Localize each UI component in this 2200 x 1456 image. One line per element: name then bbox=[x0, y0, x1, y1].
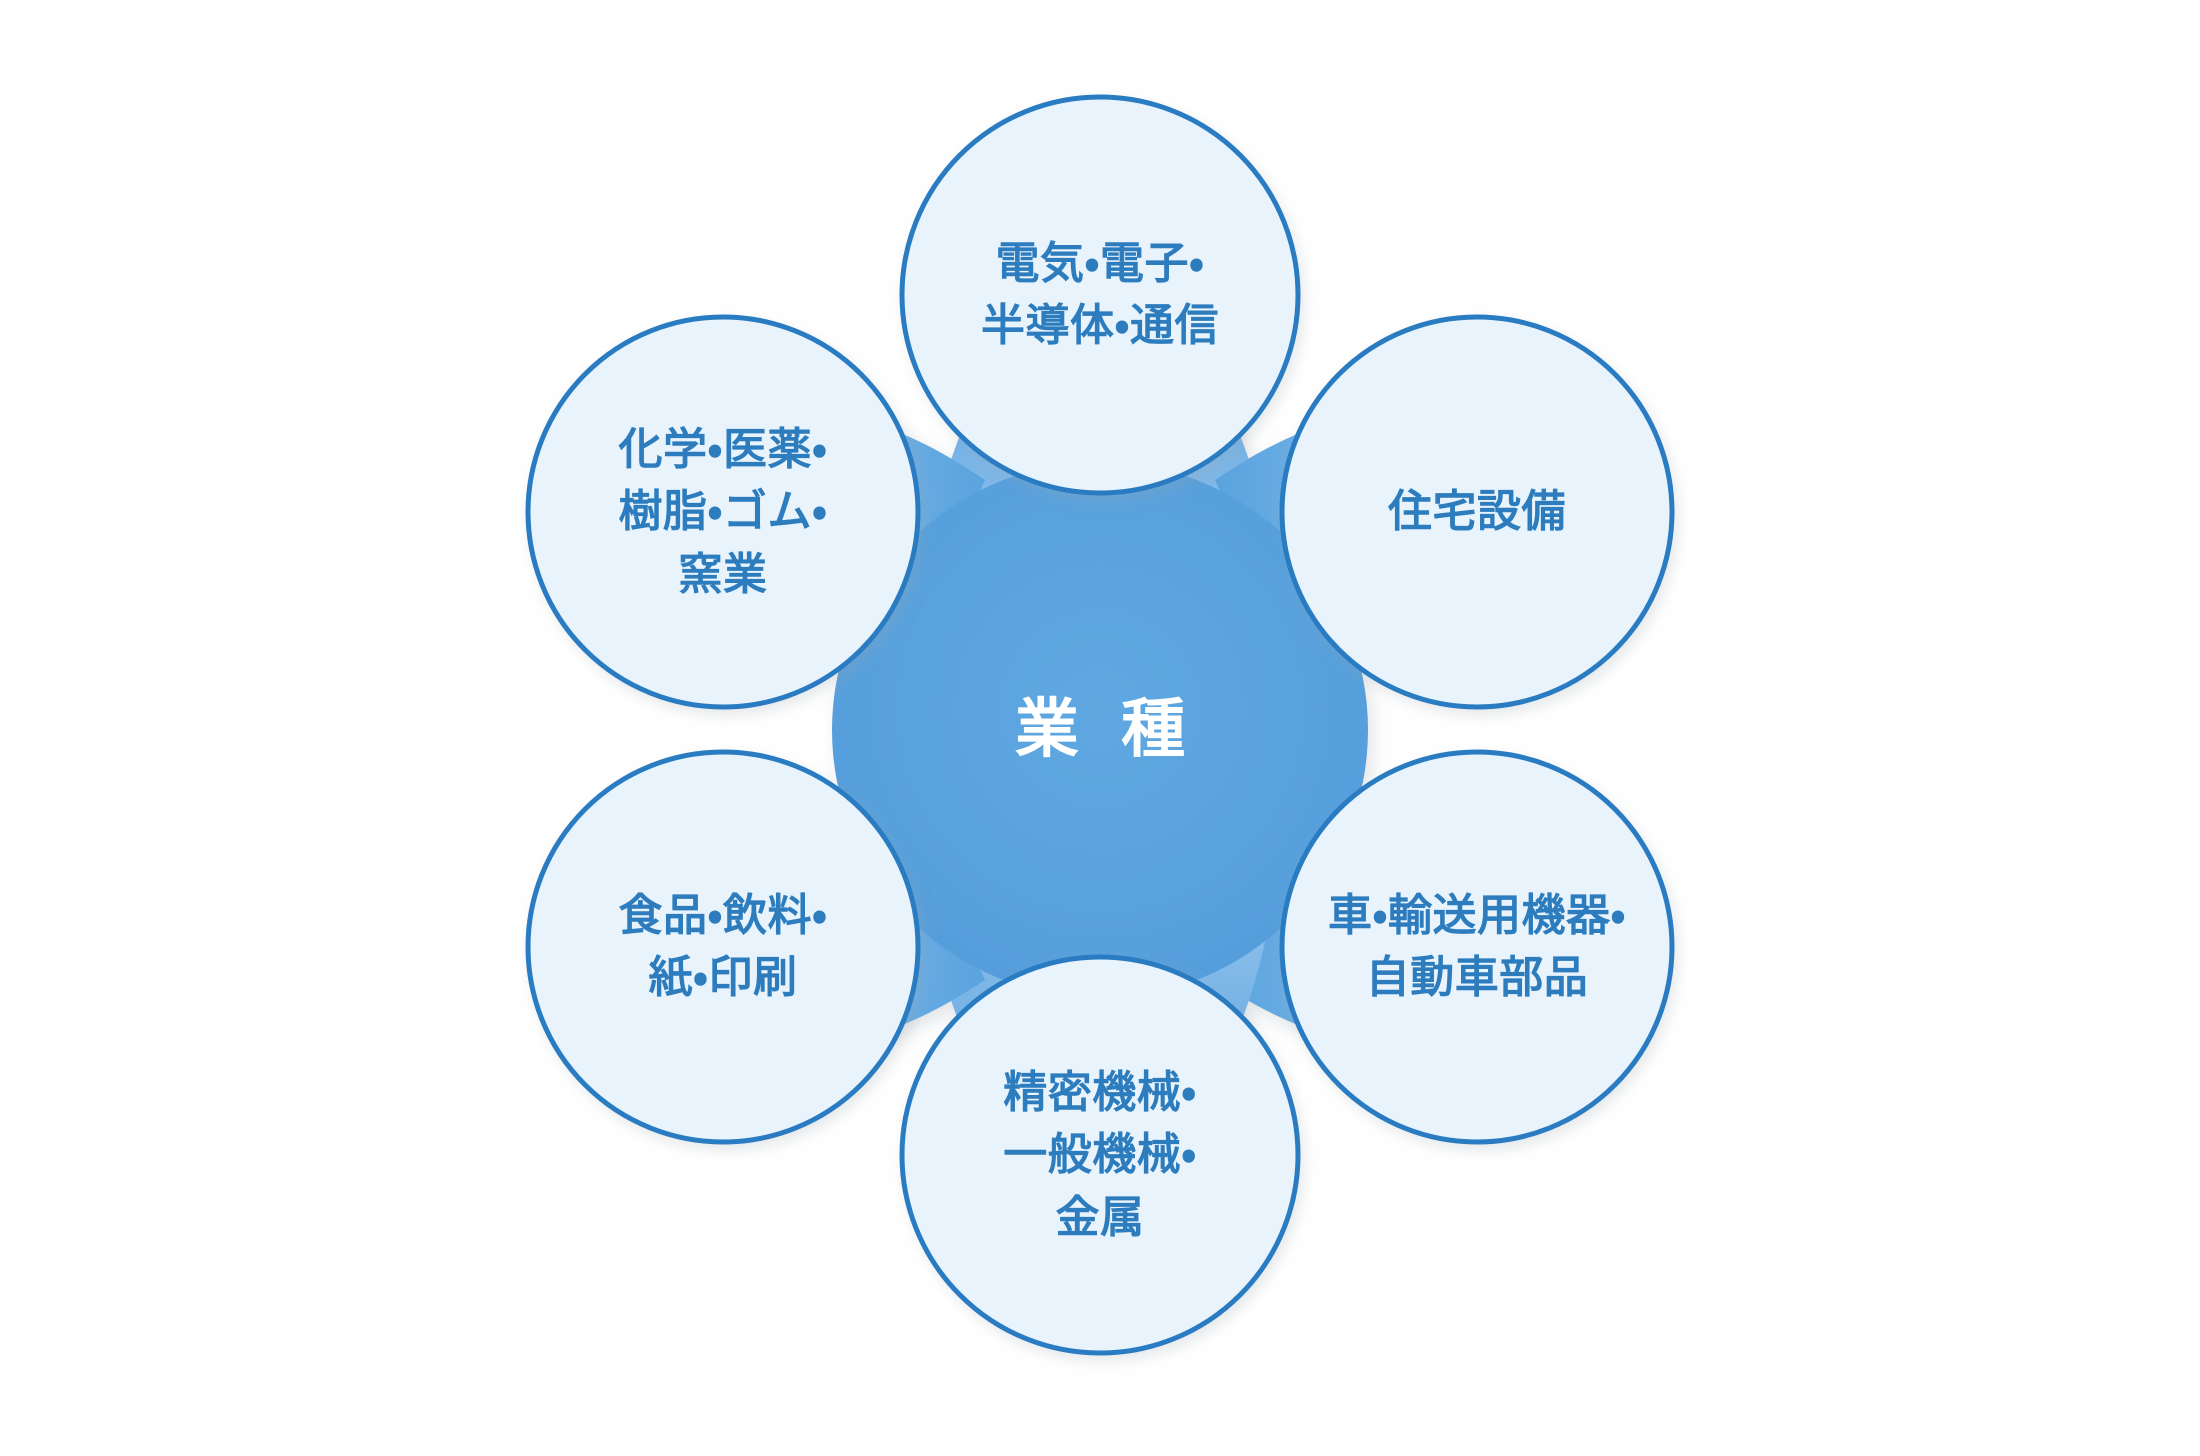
category-circle-chemical-pharma[interactable] bbox=[525, 314, 921, 710]
category-circle-housing-equipment[interactable] bbox=[1279, 314, 1675, 710]
category-circle-machinery-metal[interactable] bbox=[899, 954, 1301, 1356]
center-core-circle bbox=[832, 462, 1368, 998]
category-circle-food-paper-printing[interactable] bbox=[525, 749, 921, 1145]
category-circle-electronics[interactable] bbox=[899, 94, 1301, 496]
category-circles-group bbox=[525, 94, 1675, 1356]
category-circle-automotive[interactable] bbox=[1279, 749, 1675, 1145]
